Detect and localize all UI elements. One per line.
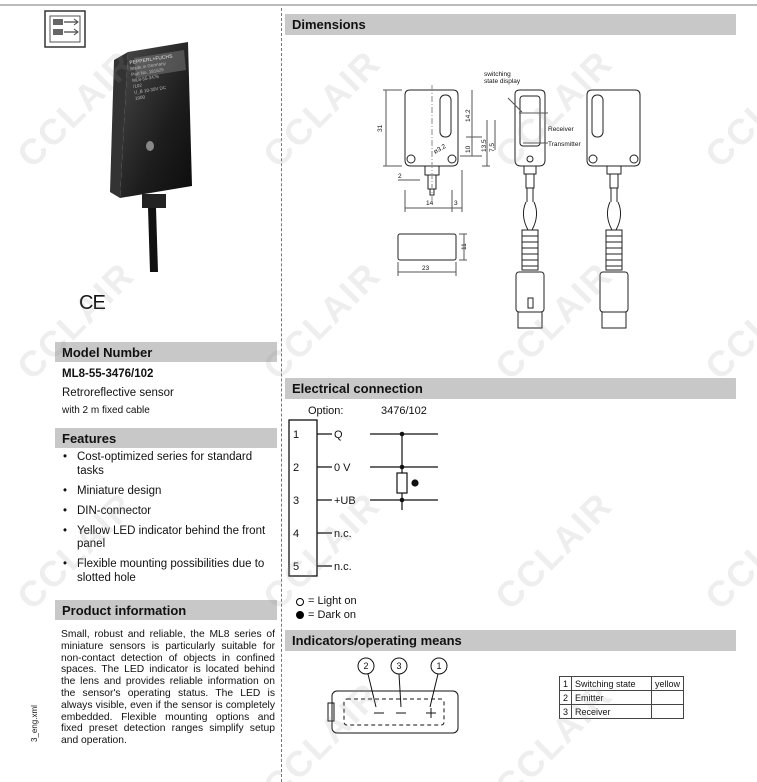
pin-number: 1 [293,429,299,441]
dim-10: 10 [465,145,472,153]
legend-light-on: = Light on [296,595,357,609]
pin-number: 3 [293,495,299,507]
row-number: 1 [558,676,573,691]
callout-number: 2 [363,661,368,671]
column-divider [281,8,282,782]
label-receiver: Receiver [548,126,574,133]
ce-mark: CE [79,292,106,314]
callout-number: 3 [396,661,401,671]
label-transmitter: Transmitter [548,141,581,148]
pin-number: 5 [293,561,299,573]
dim-7-5: 7.5 [489,143,496,152]
side-code: 3_eng.xml [30,705,39,742]
pin-label: n.c. [334,528,352,540]
pin-label: +UB [334,495,356,507]
callout-number: 1 [436,661,441,671]
list-item: Yellow LED indicator behind the front pa… [62,525,274,552]
row-color [651,704,685,719]
legend-text: = Dark on [308,608,356,621]
option-label: Option: [308,405,344,417]
label-switching: switching [484,71,511,78]
product-info-text: Small, robust and reliable, the ML8 seri… [61,629,275,747]
sensor-label: PEPPERL+FUCHS Made in Germany Part No. 1… [129,52,187,102]
indicator-table: 1 Switching state yellow 2 Emitter 3 Rec… [558,676,685,719]
electrical-header: Electrical connection [285,378,736,399]
dimensions-header: Dimensions [285,14,736,35]
row-number: 3 [558,704,573,719]
pin-number: 4 [293,528,299,540]
indicators-header: Indicators/operating means [285,630,736,651]
dim-14-2: 14.2 [465,109,472,122]
dim-2: 2 [398,173,402,180]
product-info-header: Product information [55,600,277,620]
features-list: Cost-optimized series for standard tasks… [62,451,274,592]
dim-3: 3 [454,200,458,207]
dim-11: 11 [461,243,468,250]
document-type-icon [44,10,86,48]
model-number: ML8-55-3476/102 [62,368,154,380]
features-header: Features [55,428,277,448]
pin-label: Q [334,429,343,441]
row-color [651,690,685,705]
cable-info: with 2 m fixed cable [62,405,150,416]
connection-legend: = Light on = Dark on [296,595,357,622]
dim-23: 23 [422,265,430,272]
dim-3-2: ø3.2 [433,143,448,156]
dim-14: 14 [426,200,434,207]
legend-dark-on: = Dark on [296,609,357,623]
model-number-header: Model Number [55,342,277,362]
dimension-drawing: switching state display Receiver Transmi… [377,71,641,329]
watermark: CCLAIR [486,483,621,618]
open-circle-icon [296,597,304,606]
table-row: 3 Receiver [558,704,685,719]
pin-number: 2 [293,462,299,474]
sensor-product-photo [110,42,192,272]
pin-label: 0 V [334,462,351,474]
list-item: DIN-connector [62,505,274,519]
indicator-diagram: 2 3 1 [327,657,459,734]
label-state-display: state display [484,78,521,85]
connection-diagram: 1 Q 2 0 V 3 +UB 4 n.c. 5 n.c. [288,419,438,577]
watermark: CCLAIR [486,673,621,782]
legend-text: = Light on [308,595,357,607]
dim-13-5: 13.5 [481,139,488,152]
filled-circle-icon [296,611,304,620]
dim-31: 31 [377,124,384,132]
sensor-type: Retroreflective sensor [62,387,174,399]
pin-label: n.c. [334,561,352,573]
watermark: CCLAIR [696,483,757,618]
top-rule [0,4,757,6]
option-value: 3476/102 [381,405,427,417]
list-item: Miniature design [62,485,274,499]
row-color: yellow [651,676,685,691]
list-item: Cost-optimized series for standard tasks [62,451,274,478]
list-item: Flexible mounting possibilities due to s… [62,558,274,585]
